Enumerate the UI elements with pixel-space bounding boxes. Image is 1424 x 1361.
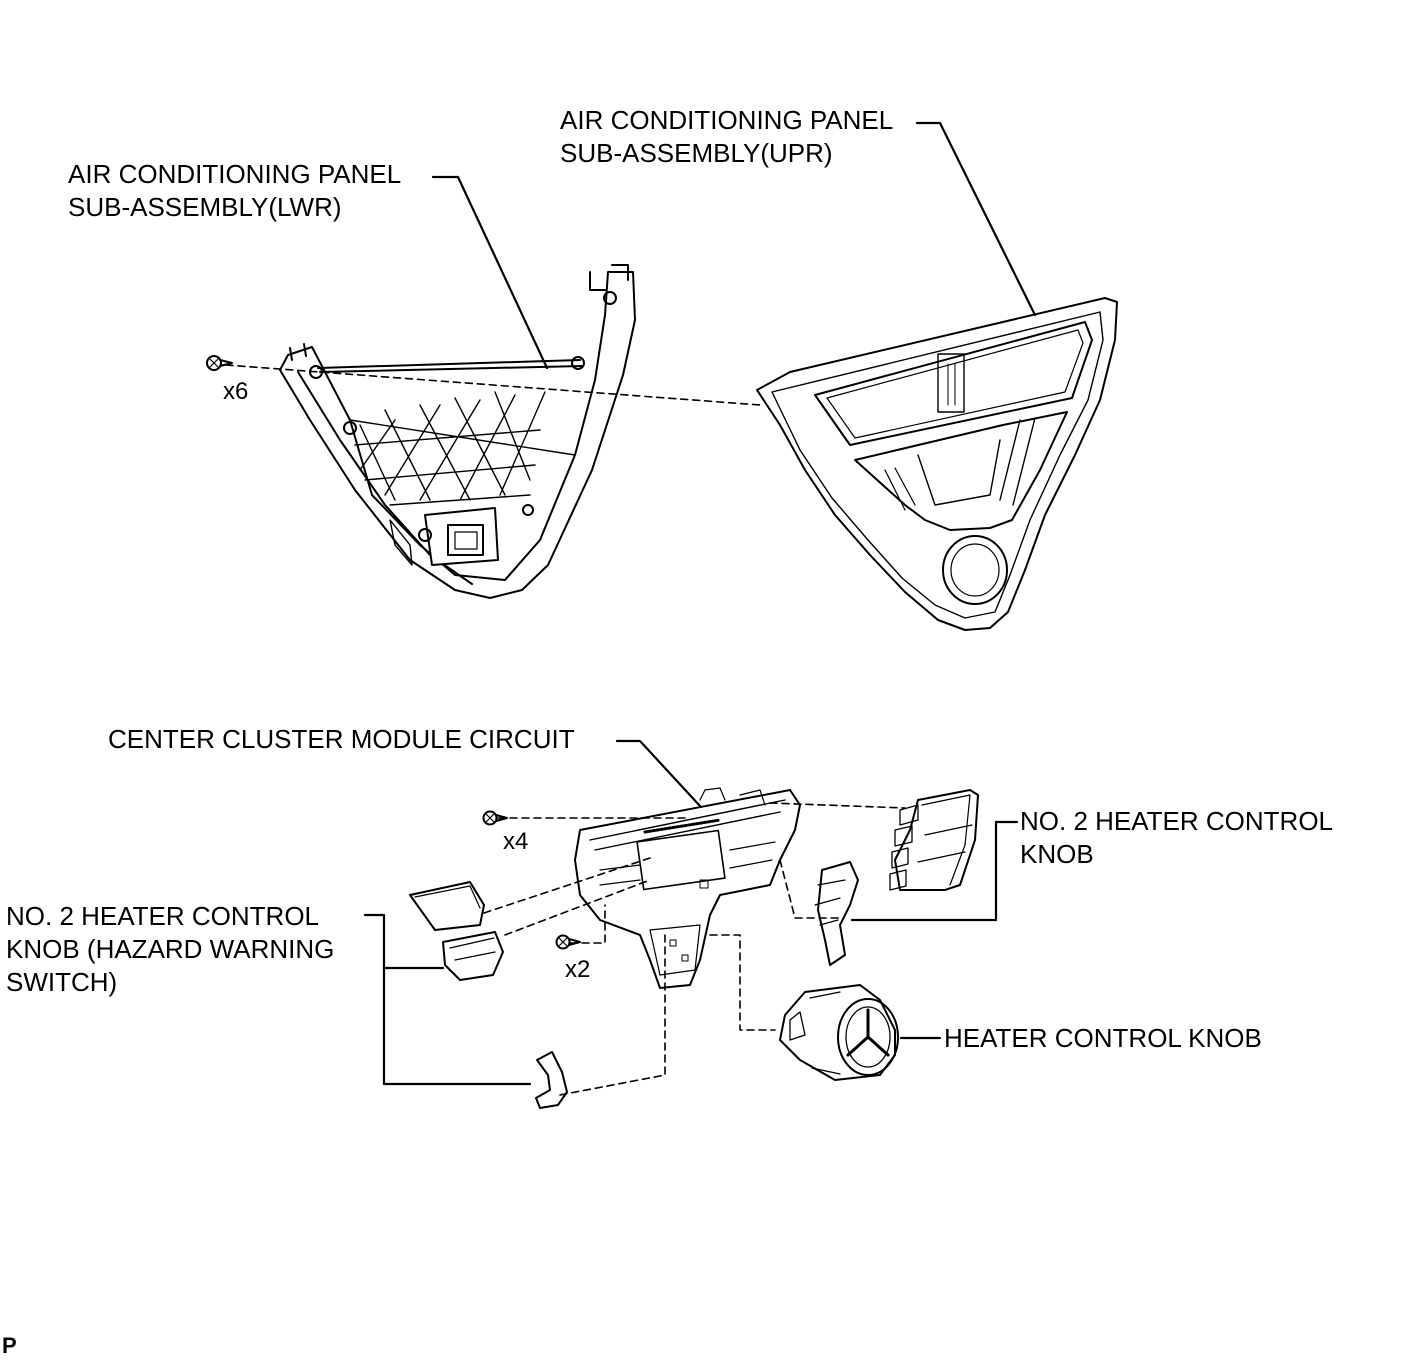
ac-panel-upr-label-line1: AIR CONDITIONING PANEL [560,105,894,135]
screw-x4-icon [482,810,508,826]
heater-knob-no2-right-label-line1: NO. 2 HEATER CONTROL [1020,806,1334,836]
heater-knob-no2-right-label: NO. 2 HEATER CONTROL KNOB [1020,805,1333,871]
cluster-screws-top-qty: x4 [503,828,529,855]
corner-mark: P [2,1333,17,1358]
leader-center-cluster [615,739,702,808]
ac-panel-upr-label: AIR CONDITIONING PANEL SUB-ASSEMBLY(UPR) [560,104,893,170]
lower-trim-piece-part [535,1051,568,1109]
heater-knob-no2-hazard-label-line2: KNOB (HAZARD WARNING [6,934,335,964]
screw-x6-icon [206,355,233,371]
center-cluster-module-part [574,787,801,989]
center-cluster-label: CENTER CLUSTER MODULE CIRCUIT [108,724,575,754]
heater-knob-no2-hazard-label: NO. 2 HEATER CONTROL KNOB (HAZARD WARNIN… [6,900,334,999]
leader-heater-knob-no2-right [850,820,1019,922]
leader-lines [363,121,1037,1086]
heater-knob-no2-right-label-line2: KNOB [1020,839,1094,869]
ac-panel-lwr-part [279,264,636,599]
leader-heater-knob-no2-hazard [363,913,532,1086]
heater-control-knob-label: HEATER CONTROL KNOB [944,1023,1262,1053]
ac-panel-upr-part [756,297,1118,631]
heater-knob-no2-right-part [889,789,979,891]
leader-ac-panel-upr [915,121,1037,317]
heater-control-knob-part [779,984,899,1081]
heater-knob-no2-hazard-label-line3: SWITCH) [6,967,118,997]
upper-screws-qty: x6 [223,378,249,405]
screw-x2-icon [555,934,581,950]
ac-panel-lwr-label-line2: SUB-ASSEMBLY(LWR) [68,192,342,222]
cluster-screws-bottom-qty: x2 [565,956,591,983]
ac-panel-lwr-label: AIR CONDITIONING PANEL SUB-ASSEMBLY(LWR) [68,158,401,224]
ac-panel-upr-label-line2: SUB-ASSEMBLY(UPR) [560,138,833,168]
leader-ac-panel-lwr [431,175,549,370]
heater-switch-strip-part [814,861,859,966]
hazard-warning-switch-part [409,881,504,981]
heater-knob-no2-hazard-label-line1: NO. 2 HEATER CONTROL [6,901,320,931]
ac-panel-lwr-label-line1: AIR CONDITIONING PANEL [68,159,402,189]
